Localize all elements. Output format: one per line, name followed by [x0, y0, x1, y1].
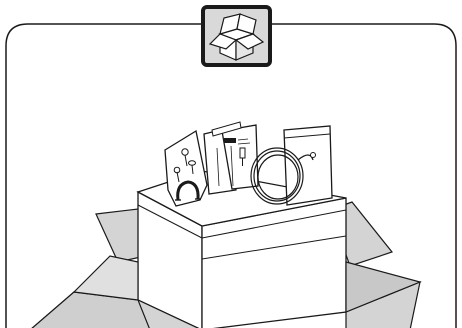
documentation-pack	[203, 121, 259, 195]
cardboard-box	[28, 170, 422, 328]
hose-bag	[250, 125, 333, 206]
mounting-hardware-bag	[164, 129, 208, 207]
open-box-icon	[201, 5, 272, 67]
